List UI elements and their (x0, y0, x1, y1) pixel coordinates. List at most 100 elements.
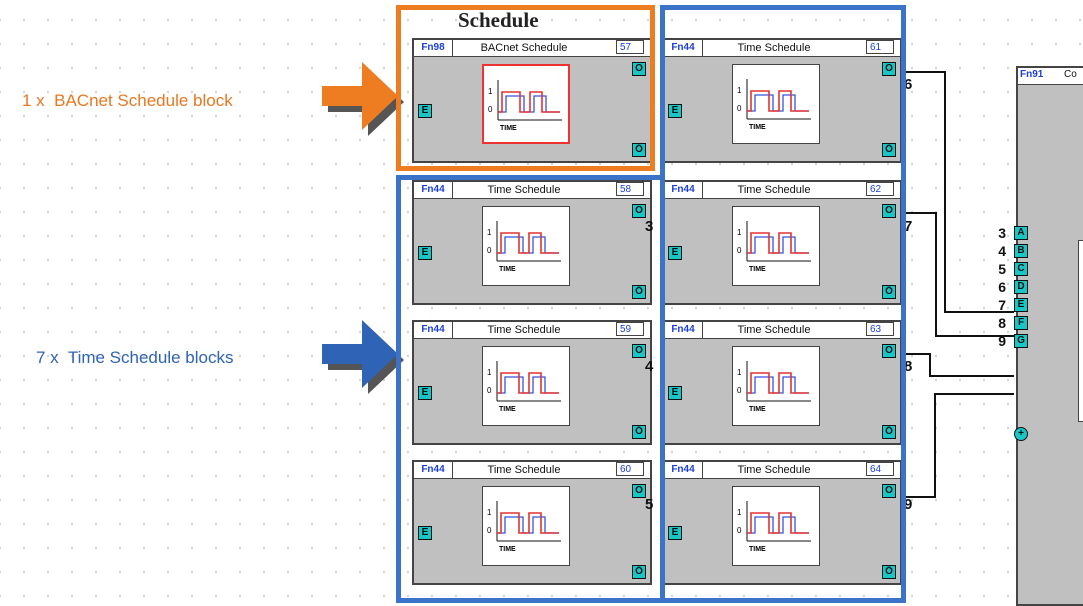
graph-axis-label: TIME (749, 266, 766, 273)
block-number: 60 (616, 462, 644, 476)
input-pin-e[interactable]: E (1014, 298, 1028, 312)
input-pin-c[interactable]: C (1014, 262, 1028, 276)
input-label: 9 (998, 333, 1006, 349)
block-fn-label: Fn44 (664, 322, 703, 338)
input-label: 5 (998, 261, 1006, 277)
enable-pin[interactable]: E (418, 386, 432, 400)
output-pin[interactable]: O (632, 484, 646, 498)
enable-pin[interactable]: E (668, 104, 682, 118)
enable-pin[interactable]: E (668, 386, 682, 400)
inverted-output-pin[interactable]: Ō (632, 285, 646, 299)
block-number: 62 (866, 182, 894, 196)
input-pin-a[interactable]: A (1014, 226, 1028, 240)
output-pin[interactable]: O (632, 62, 646, 76)
enable-pin[interactable]: E (668, 246, 682, 260)
time-schedule-frame-right (660, 5, 906, 603)
input-label: 3 (998, 225, 1006, 241)
right-label-9: 9 (904, 496, 913, 513)
block-fn-label: Fn44 (414, 322, 453, 338)
bacnet-schedule-frame (396, 5, 655, 171)
graph-zero-label: 0 (737, 386, 742, 395)
inverted-output-pin[interactable]: Ō (632, 143, 646, 157)
block-fn-label: Fn44 (414, 182, 453, 198)
inverted-output-pin[interactable]: Ō (882, 143, 896, 157)
output-pin[interactable]: O (632, 204, 646, 218)
fn91-label: Fn91 (1020, 69, 1044, 80)
graph-one-label: 1 (487, 368, 492, 377)
input-pin-f[interactable]: F (1014, 316, 1028, 330)
input-label: 7 (998, 297, 1006, 313)
orange-arrow-icon (322, 62, 404, 136)
input-pin-b[interactable]: B (1014, 244, 1028, 258)
input-label: 4 (998, 243, 1006, 259)
input-label: 6 (998, 279, 1006, 295)
fn91-add-pin-icon[interactable]: + (1014, 427, 1028, 441)
block-fn-label: Fn44 (664, 182, 703, 198)
enable-pin[interactable]: E (418, 246, 432, 260)
input-pin-g[interactable]: G (1014, 334, 1028, 348)
block-fn-label: Fn44 (414, 462, 453, 478)
output-pin[interactable]: O (632, 344, 646, 358)
inverted-output-pin[interactable]: Ō (882, 285, 896, 299)
enable-pin[interactable]: E (668, 526, 682, 540)
graph-zero-label: 0 (737, 104, 742, 113)
graph-axis-label: TIME (499, 546, 516, 553)
row-label-4: 4 (645, 358, 654, 375)
inverted-output-pin[interactable]: Ō (632, 425, 646, 439)
inverted-output-pin[interactable]: Ō (882, 425, 896, 439)
block-header: Fn44 Time Schedule 60 (414, 462, 650, 479)
block-fn-label: Fn44 (664, 40, 703, 56)
block-name: BACnet Schedule (480, 42, 568, 54)
schedule-title: Schedule (458, 8, 539, 32)
fn91-block[interactable]: Fn91 Co (1016, 66, 1083, 606)
graph-one-label: 1 (487, 508, 492, 517)
enable-pin[interactable]: E (418, 104, 432, 118)
block-header: Fn44 Time Schedule 61 (664, 40, 900, 57)
block-number: 63 (866, 322, 894, 336)
block-name: Time Schedule (487, 464, 561, 476)
fn91-inner-box (1078, 240, 1083, 422)
graph-one-label: 1 (737, 368, 742, 377)
input-pin-d[interactable]: D (1014, 280, 1028, 294)
inverted-output-pin[interactable]: Ō (882, 565, 896, 579)
bacnet-annotation: 1 x BACnet Schedule block (22, 91, 233, 110)
block-number: 58 (616, 182, 644, 196)
fn91-name: Co (1064, 69, 1077, 80)
input-label: 8 (998, 315, 1006, 331)
graph-one-label: 1 (737, 508, 742, 517)
inverted-output-pin[interactable]: Ō (632, 565, 646, 579)
enable-pin[interactable]: E (418, 526, 432, 540)
time-schedule-frame-left (396, 175, 660, 603)
graph-axis-label: TIME (499, 266, 516, 273)
block-number: 61 (866, 40, 894, 54)
output-pin[interactable]: O (882, 62, 896, 76)
block-header: Fn44 Time Schedule 58 (414, 182, 650, 199)
graph-one-label: 1 (737, 228, 742, 237)
output-pin[interactable]: O (882, 484, 896, 498)
block-name: Time Schedule (737, 42, 811, 54)
graph-zero-label: 0 (737, 526, 742, 535)
output-pin[interactable]: O (882, 204, 896, 218)
block-name: Time Schedule (737, 184, 811, 196)
output-pin[interactable]: O (882, 344, 896, 358)
block-name: Time Schedule (487, 184, 561, 196)
